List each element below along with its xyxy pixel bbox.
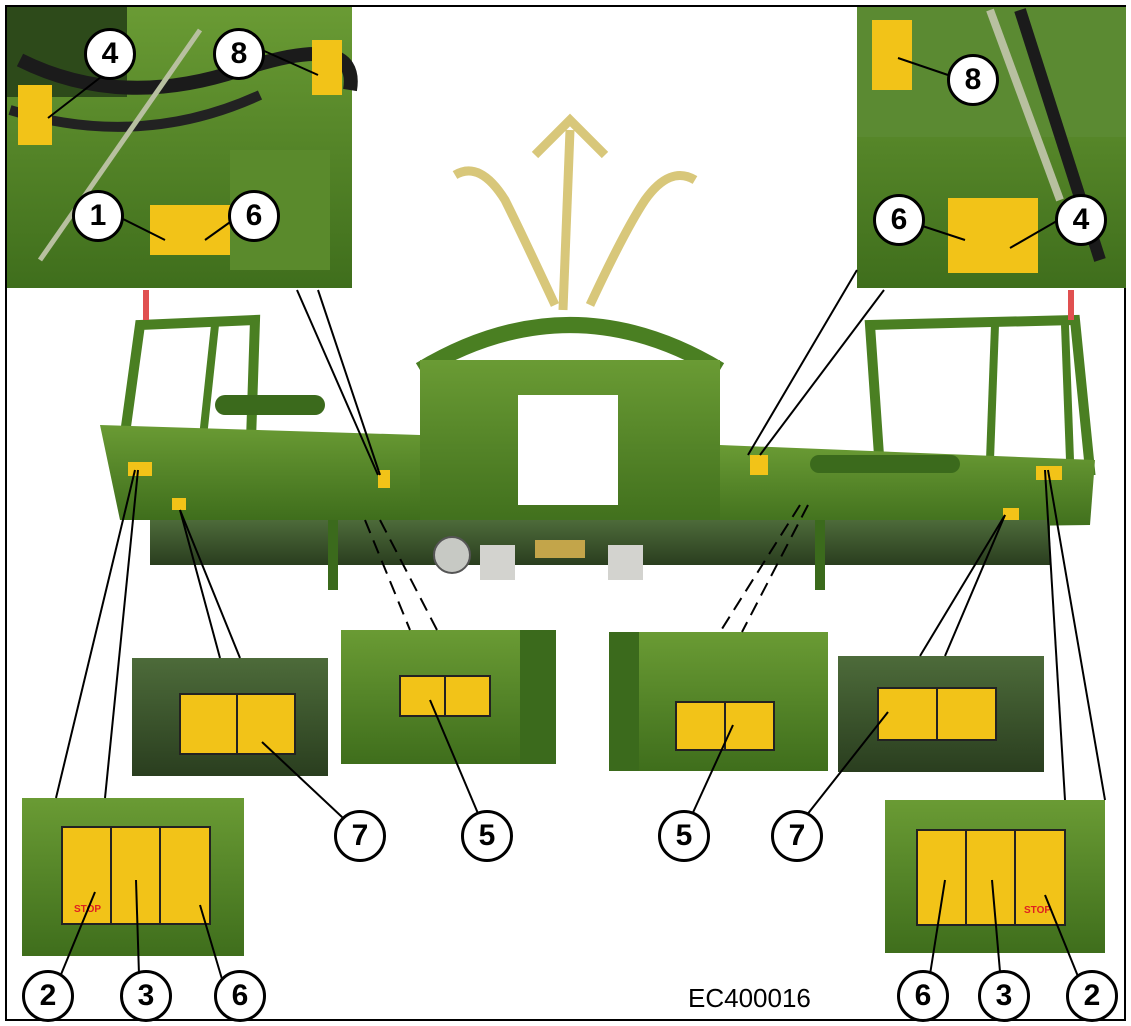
callout-6: 6 [873, 194, 925, 246]
callout-4: 4 [84, 28, 136, 80]
callout-4: 4 [1055, 194, 1107, 246]
decal-warning-icon [1003, 508, 1019, 520]
tan-hose-arrow [452, 113, 698, 311]
decal-warning-icon [128, 462, 152, 476]
callout-2: 2 [1066, 970, 1118, 1022]
decal-warning-icon [872, 20, 912, 90]
callout-5: 5 [461, 810, 513, 862]
callout-2: 2 [22, 970, 74, 1022]
callout-5: 5 [658, 810, 710, 862]
callout-6: 6 [214, 970, 266, 1022]
callout-6: 6 [228, 190, 280, 242]
decal-warning-icon [172, 498, 186, 510]
callout-8: 8 [213, 28, 265, 80]
callout-3: 3 [978, 970, 1030, 1022]
detail-photo-bottom-right: STOP [885, 800, 1105, 953]
detail-photo-7-left [132, 658, 328, 776]
callout-8: 8 [947, 54, 999, 106]
decal-warning-icon [378, 470, 390, 488]
detail-photo-top-left [7, 7, 358, 288]
detail-photo-5-right [609, 632, 828, 771]
decal-warning-icon [916, 829, 1066, 926]
decal-warning-icon [18, 85, 52, 145]
figure-frame [5, 5, 1126, 1021]
callout-6: 6 [897, 970, 949, 1022]
decal-warning-icon [312, 40, 342, 95]
decal-warning-icon [150, 205, 190, 255]
callout-7: 7 [771, 810, 823, 862]
decal-warning-icon [190, 205, 230, 255]
callout-1: 1 [72, 190, 124, 242]
figure-code: EC400016 [688, 983, 811, 1013]
callout-3: 3 [120, 970, 172, 1022]
detail-photo-bottom-left: STOP [22, 798, 244, 956]
stop-text: STOP [1024, 905, 1051, 916]
detail-photo-7-right [838, 656, 1044, 772]
main-machine [100, 290, 1096, 590]
decal-warning-icon [948, 198, 1038, 273]
callout-7: 7 [334, 810, 386, 862]
decal-warning-icon [750, 455, 768, 475]
